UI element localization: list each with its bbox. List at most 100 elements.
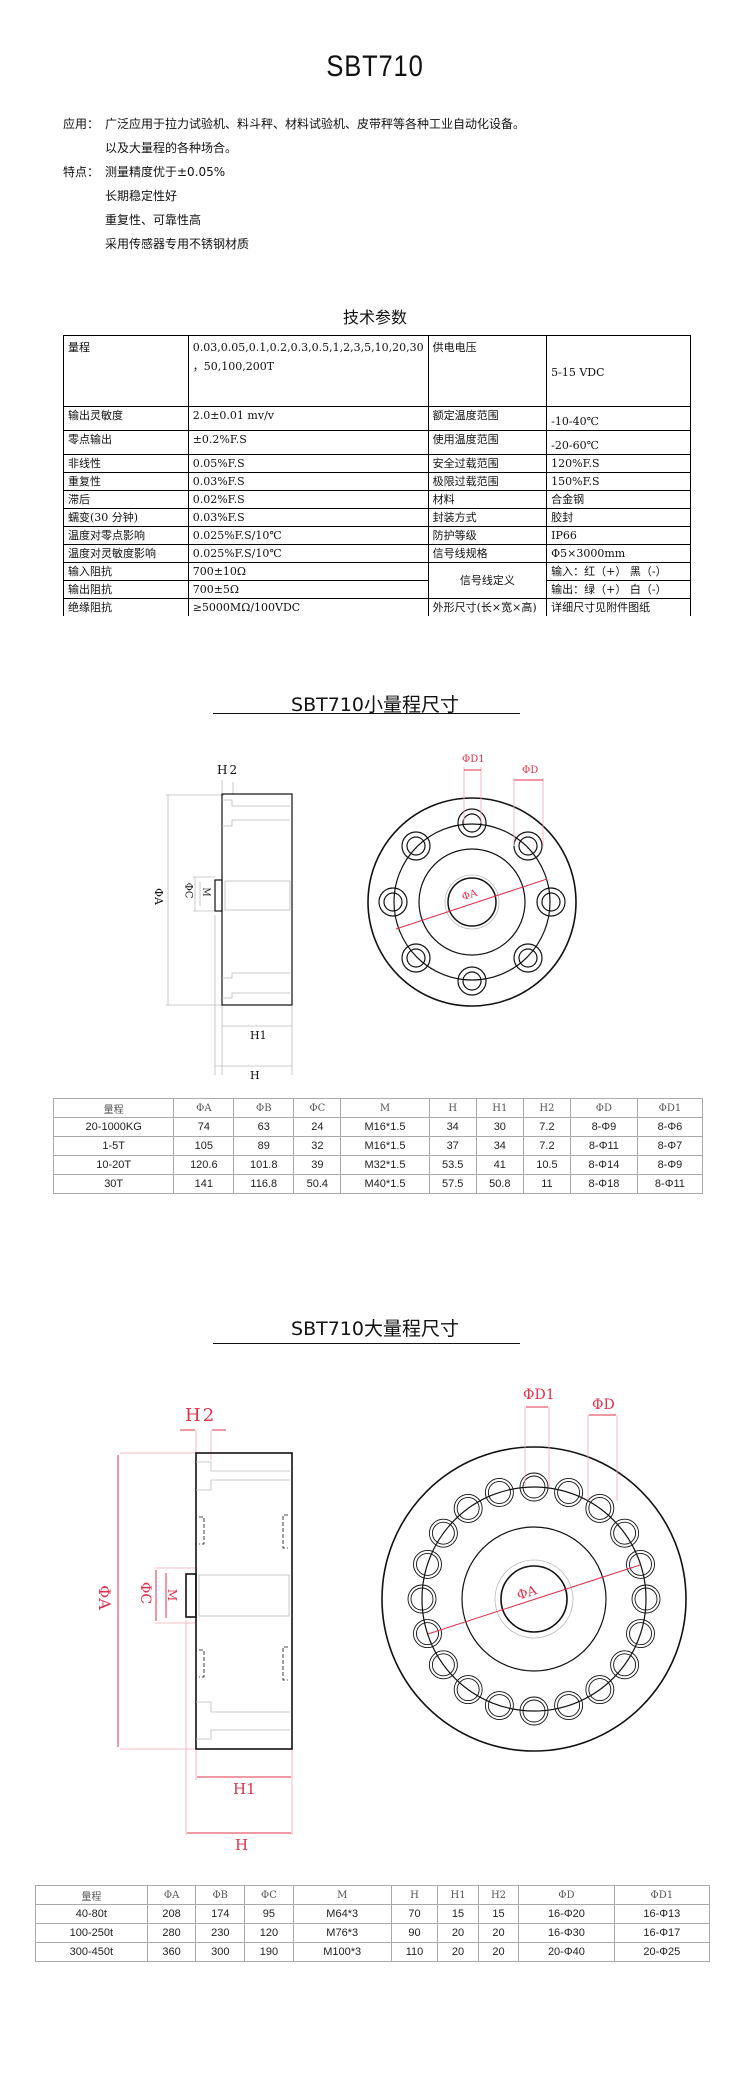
features-label: 特点： (63, 165, 100, 179)
table-cell: 120.6 (173, 1155, 235, 1175)
table-cell: 50.8 (475, 1174, 524, 1194)
table-cell: 230 (195, 1923, 246, 1943)
table-cell: 208 (146, 1904, 197, 1924)
bolt-hole (629, 1622, 652, 1646)
spec-key: 封装方式 (427, 508, 548, 527)
table-cell: 57.5 (428, 1174, 477, 1194)
feature-item: 重复性、可靠性高 (105, 213, 202, 227)
bolt-hole (588, 1496, 612, 1520)
table-cell: M16*1.5 (340, 1117, 430, 1137)
column-header: ΦD (518, 1885, 615, 1905)
spec-key: 输出灵敏度 (63, 406, 189, 431)
spec-value: 700±5Ω (187, 580, 429, 599)
table-cell: M100*3 (292, 1942, 392, 1962)
table-cell: 300 (195, 1942, 246, 1962)
spec-key: 温度对零点影响 (63, 526, 189, 545)
bolt-hole (613, 1521, 637, 1545)
bolt-hole (626, 1619, 655, 1649)
bolt-hole (554, 1691, 584, 1720)
spec-key: 额定温度范围 (427, 406, 548, 431)
bolt-hole (629, 1552, 652, 1576)
spec-value: ≥5000MΩ/100VDC (187, 598, 429, 616)
bolt-hole (413, 1619, 442, 1649)
bolt-hole (410, 1587, 434, 1611)
table-cell: 20 (477, 1942, 520, 1962)
table-cell: 20 (437, 1942, 479, 1962)
spec-value: 详细尺寸见附件图纸 (546, 598, 691, 616)
table-cell: 8-Φ11 (636, 1174, 704, 1194)
column-header: M (292, 1885, 392, 1905)
application-text: 广泛应用于拉力试验机、料斗秤、材料试验机、皮带秤等各种工业自动化设备。 (105, 117, 526, 131)
table-row: 量程 0.03,0.05,0.1,0.2,0.3,0.5,1,2,3,5,10,… (63, 335, 691, 407)
table-cell: 15 (437, 1904, 479, 1924)
table-cell: 41 (475, 1155, 524, 1175)
specs-table: 量程 0.03,0.05,0.1,0.2,0.3,0.5,1,2,3,5,10,… (63, 335, 691, 616)
bolt-hole (519, 1696, 549, 1726)
table-cell: M64*3 (292, 1904, 392, 1924)
bolt-hole (588, 1678, 612, 1702)
small-d1-label: ΦD1 (462, 754, 485, 765)
bolt-hole (484, 1691, 514, 1720)
bolt-hole (487, 1481, 511, 1504)
large-h2-label: H2 (185, 1405, 217, 1426)
spec-value: -10-40℃ (546, 406, 691, 431)
table-cell: 40-80t (35, 1904, 148, 1924)
table-cell: 8-Φ14 (570, 1155, 638, 1175)
column-header: 量程 (35, 1885, 148, 1905)
table-cell: M40*1.5 (340, 1174, 430, 1194)
table-row: 非线性 0.05%F.S 安全过载范围 120%F.S (63, 454, 691, 473)
bolt-hole (585, 1493, 615, 1523)
column-header: H2 (477, 1885, 520, 1905)
bolt-hole (484, 1478, 514, 1507)
spec-key: 零点输出 (63, 430, 189, 455)
table-row: 滞后 0.02%F.S 材料 合金钢 (63, 490, 691, 509)
small-d-label: ΦD (522, 765, 539, 776)
table-cell: 120 (244, 1923, 294, 1943)
bolt-hole (610, 1518, 640, 1548)
bolt-hole (522, 1475, 546, 1499)
bolt-hole (631, 1584, 661, 1614)
table-cell: 8-Φ7 (636, 1136, 704, 1156)
table-cell: 34 (475, 1136, 524, 1156)
spec-key: 输出阻抗 (63, 580, 189, 599)
bolt-hole (557, 1481, 581, 1504)
large-d-label: ΦD (592, 1397, 615, 1413)
spec-value: 150%F.S (546, 472, 691, 491)
bolt-hole (428, 1650, 458, 1680)
bolt-hole (610, 1650, 640, 1680)
specs-title: 技术参数 (342, 308, 407, 327)
table-cell: 360 (146, 1942, 197, 1962)
spec-value: Φ5×3000mm (546, 544, 691, 563)
bolt-hole (431, 1521, 455, 1545)
large-h1-label: H1 (233, 1780, 256, 1798)
page-title: SBT710 (326, 50, 424, 83)
small-h2-label: H2 (217, 763, 240, 777)
small-range-title: SBT710小量程尺寸 (291, 694, 459, 716)
spec-value: 5-15 VDC (546, 335, 691, 407)
column-header: H (390, 1885, 439, 1905)
column-header: ΦB (195, 1885, 246, 1905)
table-cell: M76*3 (292, 1923, 392, 1943)
bolt-hole (487, 1694, 511, 1717)
table-cell: 100-250t (35, 1923, 148, 1943)
bolt-hole (557, 1694, 581, 1717)
feature-item: 采用传感器专用不锈钢材质 (105, 237, 250, 251)
table-cell: 20-Φ40 (518, 1942, 615, 1962)
intro-section: 应用： 广泛应用于拉力试验机、料斗秤、材料试验机、皮带秤等各种工业自动化设备。 … (63, 112, 525, 256)
small-range-divider (213, 713, 520, 714)
column-header: ΦD1 (613, 1885, 711, 1905)
table-cell: 20 (477, 1923, 520, 1943)
table-cell: 11 (522, 1174, 572, 1194)
bolt-hole (522, 1699, 546, 1723)
table-row: 输出阻抗 700±5Ω 输出：绿（+） 白（-） (63, 580, 691, 599)
table-row: 输入阻抗 700±10Ω 信号线定义 输入：红（+） 黑（-） (63, 562, 691, 599)
small-side-view-drawing (166, 780, 293, 1075)
bolt-hole (456, 1496, 480, 1520)
large-range-title: SBT710大量程尺寸 (291, 1318, 459, 1340)
table-cell: 20-Φ25 (613, 1942, 711, 1962)
table-cell: 110 (390, 1942, 439, 1962)
